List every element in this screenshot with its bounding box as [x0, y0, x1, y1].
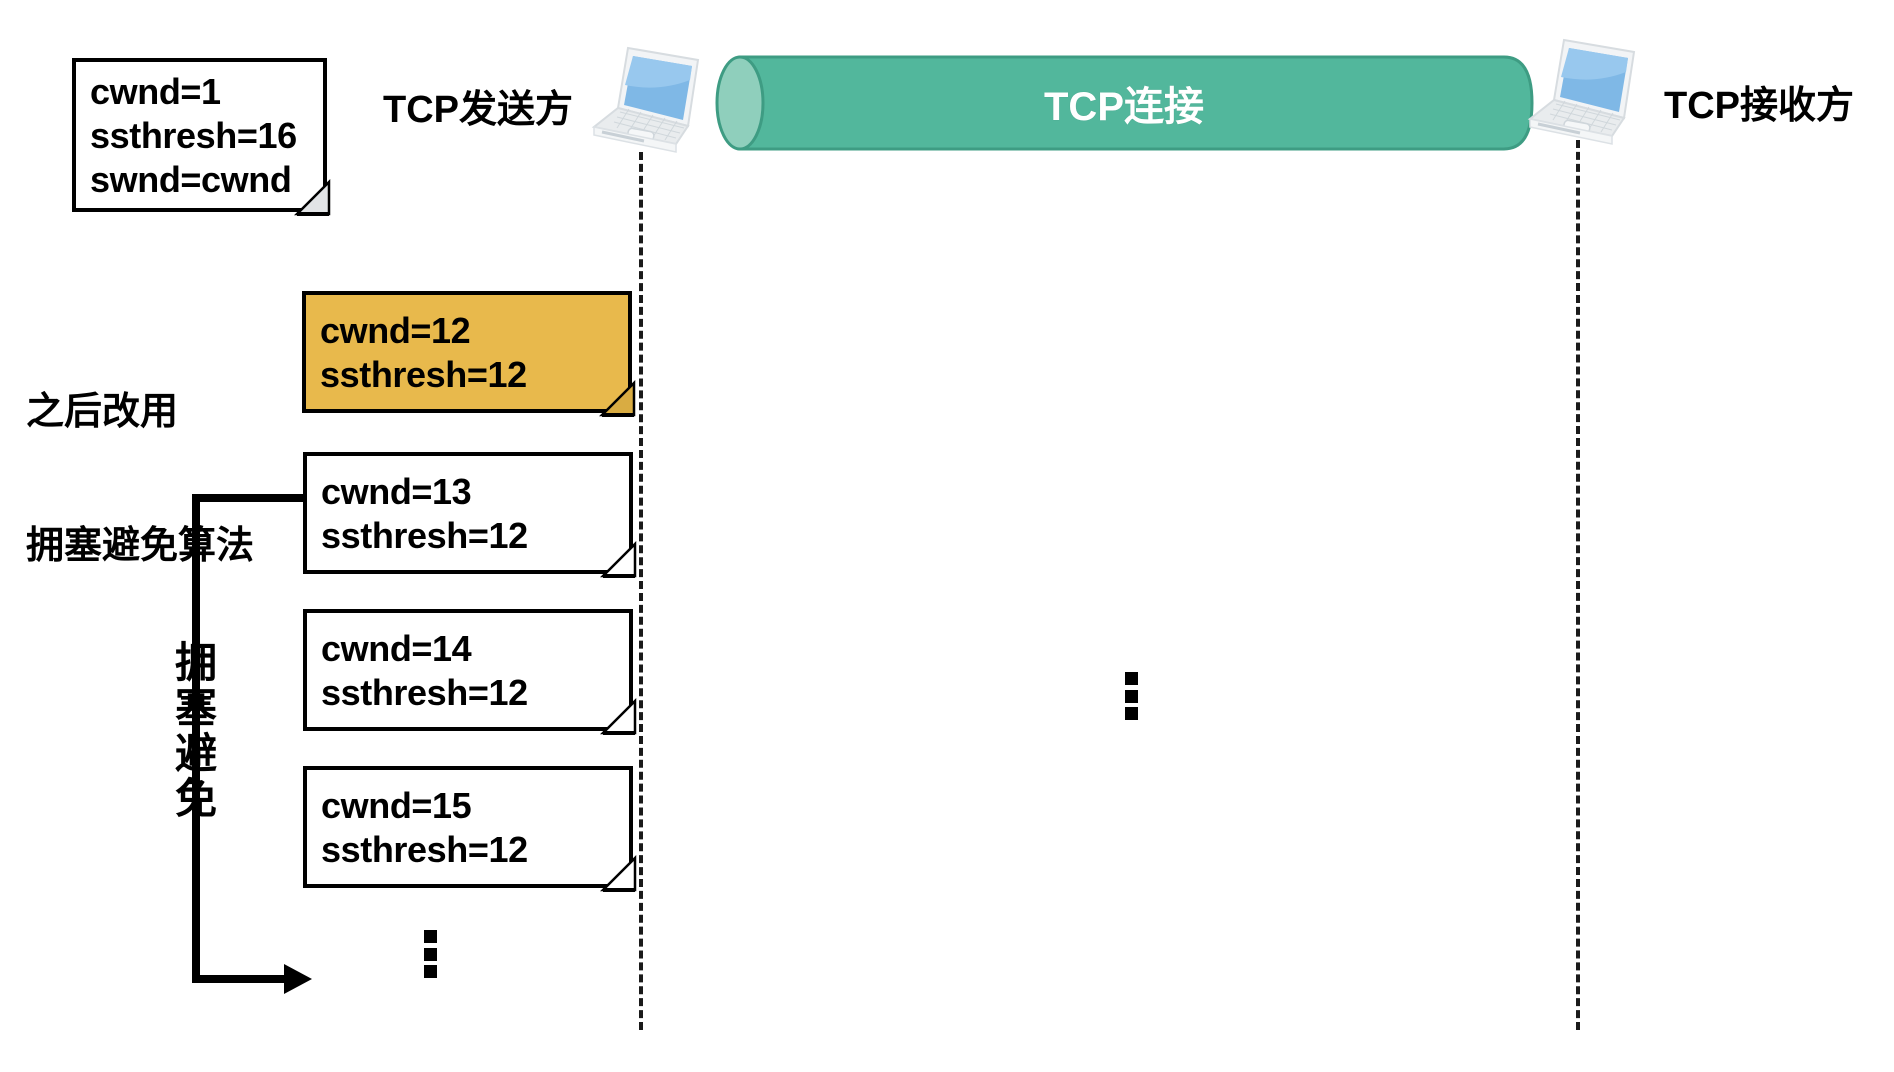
sender-label: TCP发送方: [383, 89, 574, 131]
note-line: swnd=cwnd: [90, 158, 292, 200]
note-line: cwnd=1: [90, 71, 221, 113]
note-line: cwnd=14: [321, 628, 472, 670]
dot: [1125, 672, 1138, 685]
note-line: ssthresh=12: [321, 515, 528, 556]
vlabel-char: 免: [174, 775, 217, 823]
note-line: cwnd=15: [321, 785, 472, 827]
note-line: ssthresh=16: [90, 115, 297, 157]
note-cwnd-13: cwnd=13 ssthresh=12: [303, 452, 637, 578]
sender-lifeline: [639, 152, 643, 1030]
note-line: ssthresh=12: [320, 354, 527, 395]
receiver-laptop-icon: [1520, 34, 1644, 152]
dot: [1125, 689, 1138, 703]
switch-to-congestion-avoidance-text: 之后改用 拥塞避免算法: [26, 300, 254, 659]
note-cwnd-12: cwnd=12 ssthresh=12: [302, 291, 636, 417]
note-line: cwnd=12: [320, 310, 471, 352]
dot: [424, 947, 437, 961]
center-column-ellipsis: [1125, 672, 1138, 720]
switch-text-line-2: 拥塞避免算法: [26, 525, 255, 568]
note-line: ssthresh=12: [321, 829, 528, 870]
sender-laptop-icon: [584, 42, 708, 160]
tcp-connection-pipe: TCP连接: [714, 54, 1534, 152]
receiver-label: TCP接收方: [1664, 85, 1855, 127]
congestion-avoidance-vertical-label: 拥 塞 避 免: [160, 639, 232, 823]
tcp-connection-label: TCP连接: [1044, 85, 1204, 129]
note-cwnd-15: cwnd=15 ssthresh=12: [303, 766, 637, 892]
notes-column-ellipsis: [424, 930, 437, 978]
note-initial: cwnd=1 ssthresh=16 swnd=cwnd: [72, 58, 331, 216]
vlabel-char: 拥: [174, 639, 217, 686]
vlabel-char: 避: [174, 729, 217, 777]
note-cwnd-14: cwnd=14 ssthresh=12: [303, 609, 637, 735]
receiver-lifeline: [1576, 140, 1580, 1030]
note-line: cwnd=13: [321, 471, 472, 513]
dot: [424, 965, 437, 978]
dot: [1125, 707, 1138, 720]
note-line: ssthresh=12: [321, 672, 528, 713]
vlabel-char: 塞: [174, 684, 217, 732]
switch-text-line-1: 之后改用: [26, 390, 179, 433]
dot: [424, 930, 437, 943]
pipe-shape: [715, 55, 1534, 151]
